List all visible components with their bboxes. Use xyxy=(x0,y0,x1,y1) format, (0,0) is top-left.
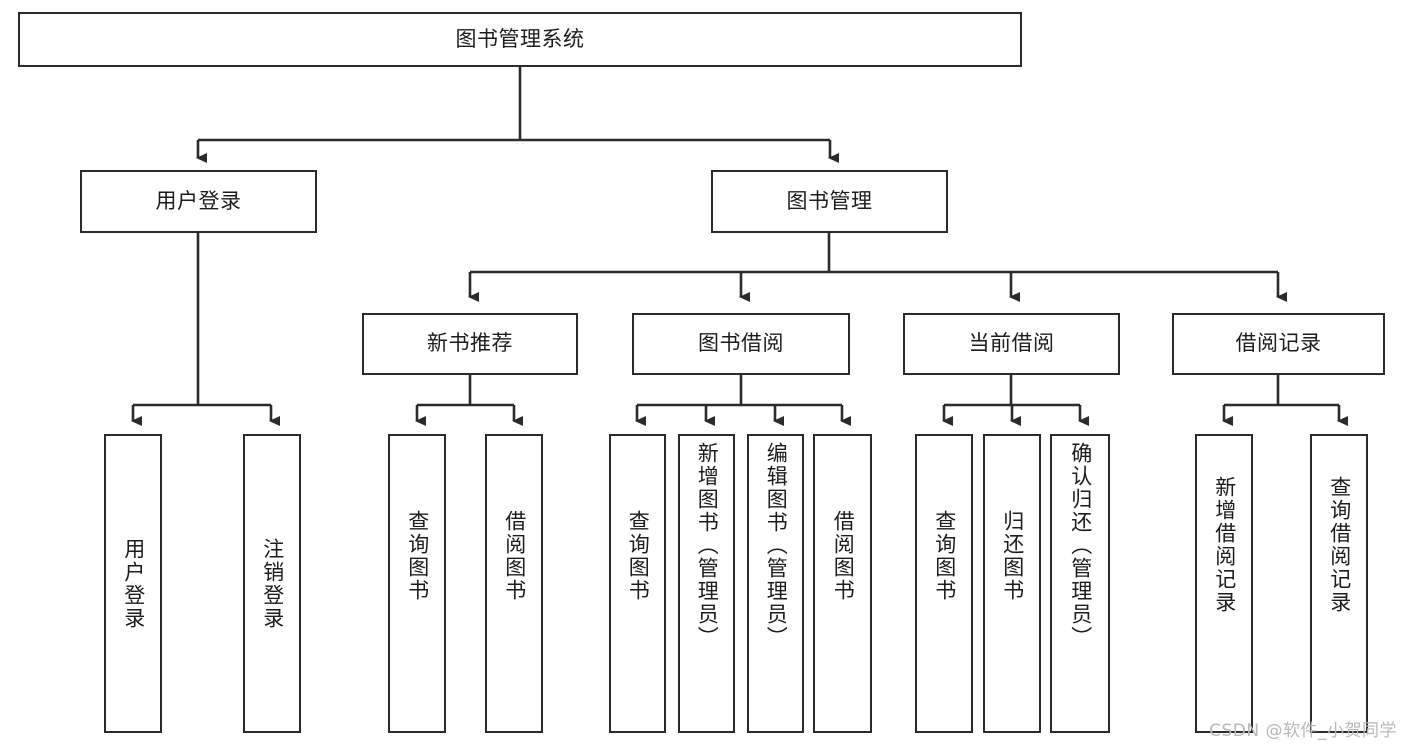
leaf-return-book-label: 归还图书 xyxy=(1000,510,1025,602)
leaf-logout-inner: 注销登录 xyxy=(245,436,299,731)
leaf-user-login-label: 用户登录 xyxy=(121,537,146,630)
leaf-edit-book[interactable]: 编辑图书（管理员） xyxy=(747,434,804,733)
node-current-borrow-label: 当前借阅 xyxy=(968,331,1055,356)
leaf-confirm-return[interactable]: 确认归还（管理员） xyxy=(1050,434,1110,733)
leaf-return-book-inner: 归还图书 xyxy=(985,436,1039,747)
csdn-watermark: CSDN @软件_小贺同学 xyxy=(1209,721,1397,741)
node-book-manage-label: 图书管理 xyxy=(786,188,873,213)
leaf-add-book[interactable]: 新增图书（管理员） xyxy=(678,434,735,733)
leaf-query-book-3-label: 查询图书 xyxy=(932,510,957,602)
node-user-login-label: 用户登录 xyxy=(155,188,242,213)
node-book-manage[interactable]: 图书管理 xyxy=(711,170,948,233)
leaf-query-book-2-label: 查询图书 xyxy=(626,510,651,602)
node-root[interactable]: 图书管理系统 xyxy=(18,12,1022,67)
leaf-borrow-book-2-inner: 借阅图书 xyxy=(815,436,870,747)
node-user-login[interactable]: 用户登录 xyxy=(80,170,317,233)
leaf-edit-book-label: 编辑图书（管理员） xyxy=(764,442,789,649)
leaf-query-record[interactable]: 查询借阅记录 xyxy=(1310,434,1368,733)
leaf-add-record-inner: 新增借阅记录 xyxy=(1197,436,1251,747)
node-borrow-record[interactable]: 借阅记录 xyxy=(1172,313,1385,375)
leaf-add-book-label: 新增图书（管理员） xyxy=(695,442,720,649)
node-book-borrow[interactable]: 图书借阅 xyxy=(632,313,850,375)
leaf-user-login-inner: 用户登录 xyxy=(106,436,160,731)
node-borrow-record-label: 借阅记录 xyxy=(1235,331,1322,356)
leaf-query-book-3[interactable]: 查询图书 xyxy=(915,434,973,733)
leaf-borrow-book-2[interactable]: 借阅图书 xyxy=(813,434,872,733)
leaf-query-book-2[interactable]: 查询图书 xyxy=(609,434,666,733)
leaf-query-book-2-inner: 查询图书 xyxy=(611,436,664,747)
leaf-user-login[interactable]: 用户登录 xyxy=(104,434,162,733)
leaf-borrow-book-1-inner: 借阅图书 xyxy=(487,436,541,747)
leaf-edit-book-inner: 编辑图书（管理员） xyxy=(749,436,802,737)
leaf-borrow-book-2-label: 借阅图书 xyxy=(831,510,856,602)
leaf-query-book-1-inner: 查询图书 xyxy=(390,436,444,747)
node-new-book-recommend-label: 新书推荐 xyxy=(427,331,513,356)
node-current-borrow[interactable]: 当前借阅 xyxy=(903,313,1120,375)
leaf-add-record[interactable]: 新增借阅记录 xyxy=(1195,434,1253,733)
leaf-confirm-return-inner: 确认归还（管理员） xyxy=(1052,436,1108,737)
leaf-query-book-1-label: 查询图书 xyxy=(405,510,430,602)
leaf-query-record-inner: 查询借阅记录 xyxy=(1312,436,1366,747)
node-root-label: 图书管理系统 xyxy=(455,26,585,51)
leaf-borrow-book-1[interactable]: 借阅图书 xyxy=(485,434,543,733)
leaf-query-book-1[interactable]: 查询图书 xyxy=(388,434,446,733)
leaf-logout[interactable]: 注销登录 xyxy=(243,434,301,733)
node-new-book-recommend[interactable]: 新书推荐 xyxy=(362,313,578,375)
leaf-return-book[interactable]: 归还图书 xyxy=(983,434,1041,733)
leaf-borrow-book-1-label: 借阅图书 xyxy=(502,510,527,602)
node-book-borrow-label: 图书借阅 xyxy=(698,331,784,356)
leaf-add-record-label: 新增借阅记录 xyxy=(1212,476,1237,614)
leaf-query-record-label: 查询借阅记录 xyxy=(1327,476,1352,614)
leaf-query-book-3-inner: 查询图书 xyxy=(917,436,971,747)
leaf-confirm-return-label: 确认归还（管理员） xyxy=(1068,442,1093,649)
leaf-logout-label: 注销登录 xyxy=(260,537,285,630)
leaf-add-book-inner: 新增图书（管理员） xyxy=(680,436,733,737)
